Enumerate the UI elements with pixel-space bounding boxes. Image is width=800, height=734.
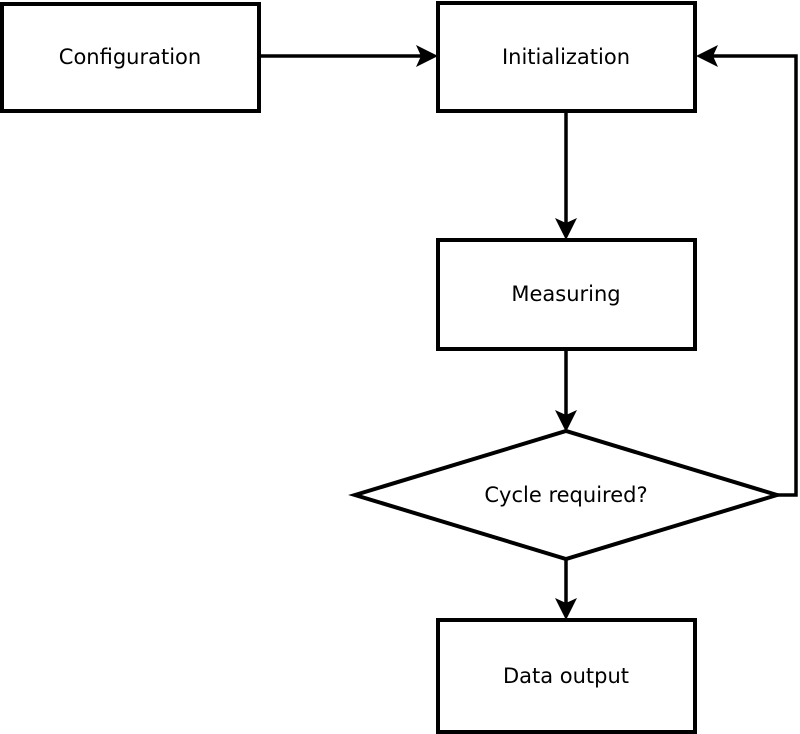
- arrowhead-left-icon: [696, 45, 718, 67]
- node-cycle-required[interactable]: Cycle required?: [348, 428, 784, 562]
- edge-cycle-required-to-initialization-feedback: [696, 45, 798, 497]
- edge-configuration-to-initialization: [259, 45, 438, 67]
- arrowhead-right-icon: [416, 45, 438, 67]
- node-configuration-shape[interactable]: [0, 2, 261, 113]
- node-initialization[interactable]: Initialization: [436, 1, 697, 113]
- arrowhead-down-icon: [555, 410, 577, 432]
- node-initialization-shape[interactable]: [436, 1, 697, 113]
- edge-cycle-required-to-data-output: [555, 558, 577, 620]
- node-configuration-label: Configuration: [59, 45, 201, 69]
- arrowhead-down-icon: [555, 598, 577, 620]
- edge-line-feedback-loop: [703, 54, 798, 497]
- node-data-output[interactable]: Data output: [436, 618, 697, 734]
- node-data-output-shape[interactable]: [436, 618, 697, 734]
- edge-measuring-to-cycle-required: [555, 349, 577, 432]
- node-initialization-label: Initialization: [502, 45, 630, 69]
- node-cycle-required-label: Cycle required?: [484, 483, 647, 507]
- arrowhead-down-icon: [555, 218, 577, 240]
- node-measuring[interactable]: Measuring: [436, 238, 697, 351]
- node-data-output-label: Data output: [503, 664, 629, 688]
- node-configuration[interactable]: Configuration: [0, 2, 261, 113]
- node-measuring-label: Measuring: [511, 282, 620, 306]
- node-measuring-shape[interactable]: [436, 238, 697, 351]
- edge-initialization-to-measuring: [555, 111, 577, 240]
- node-cycle-required-shape[interactable]: [348, 428, 784, 562]
